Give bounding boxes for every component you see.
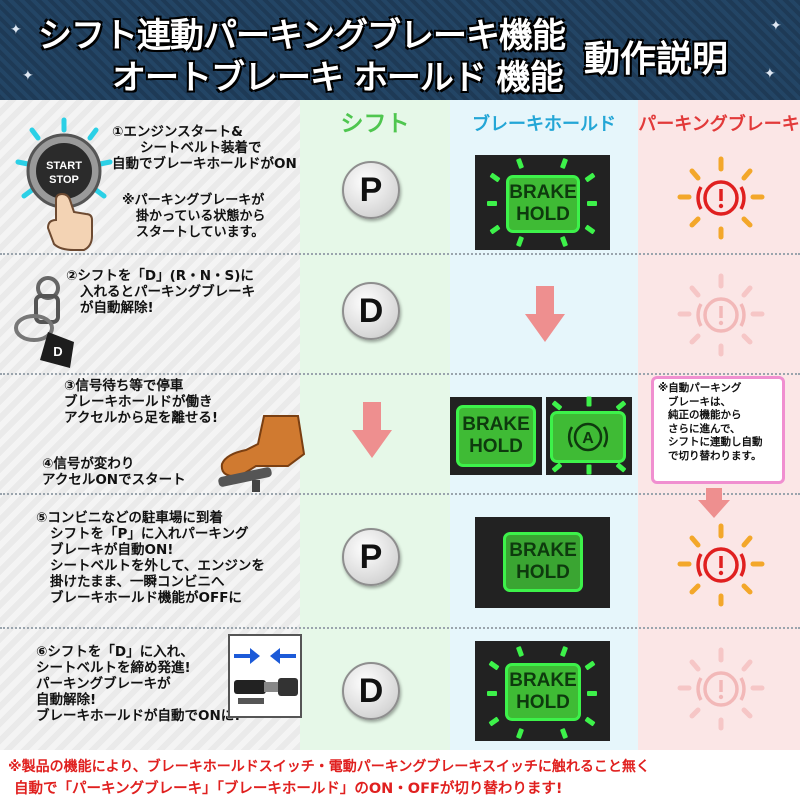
start-button-label-2: STOP [49, 174, 79, 186]
step-4-text: ④信号が変わり アクセルONでスタート [42, 456, 186, 488]
auto-hold-indicator: A [550, 411, 626, 463]
shift-position-indicator: P [342, 161, 400, 219]
row-divider [0, 373, 800, 375]
step-3-text: ③信号待ち等で停車 ブレーキホールドが働き アクセルから足を離せる! [64, 378, 218, 426]
header-title-line2: オートブレーキ ホールド 機能 [112, 58, 564, 98]
auto-hold-panel: A [546, 396, 632, 475]
column-title-shift: シフト [340, 111, 410, 137]
car-key-icon: D [14, 276, 74, 368]
shift-position-indicator: D [342, 662, 400, 720]
auto-hold-icon: A [567, 422, 609, 452]
start-stop-button-icon: START STOP [15, 117, 113, 251]
sparkle-icon: ✦ [22, 68, 34, 84]
row-divider [0, 493, 800, 495]
seatbelt-icon [228, 634, 302, 718]
footer-note: ※製品の機能により、ブレーキホールドスイッチ・電動パーキングブレーキスイッチに触… [0, 752, 800, 800]
parking-brake-off-icon [677, 273, 765, 357]
step-5-text: ⑤コンビニなどの駐車場に到着 シフトを「P」に入れパーキング ブレーキが自動ON… [36, 510, 265, 606]
arrow-down-icon [698, 488, 730, 518]
footer-line-2: 自動で「パーキングブレーキ」「ブレーキホールド」のON・OFFが切り替わります! [14, 781, 563, 797]
shift-position-indicator: P [342, 528, 400, 586]
arrow-down-icon [525, 286, 565, 342]
column-title-parking: パーキングブレーキ [638, 114, 800, 135]
column-title-brake-hold: ブレーキホールド [472, 114, 616, 135]
row-divider [0, 253, 800, 255]
auto-symbol-label: A [582, 430, 594, 447]
header-title-line1: シフト連動パーキングブレーキ機能 [38, 16, 566, 56]
start-button-label-1: START [46, 160, 82, 172]
parking-brake-off-icon [677, 647, 765, 731]
footer-line-1: ※製品の機能により、ブレーキホールドスイッチ・電動パーキングブレーキスイッチに触… [8, 759, 650, 775]
step-1-text: ①エンジンスタート& シートベルト装着で 自動でブレーキホールドがON [112, 124, 297, 172]
step-1-note: ※パーキングブレーキが 掛かっている状態から スタートしています。 [122, 193, 266, 240]
key-tag-label: D [53, 344, 62, 359]
sparkle-icon: ✦ [770, 18, 782, 34]
foot-pedal-icon [218, 415, 306, 492]
sparkle-icon: ✦ [764, 66, 776, 82]
step-2-text: ②シフトを「D」(R・N・S)に 入れるとパーキングブレーキ が自動解除! [66, 268, 256, 316]
row-divider [0, 627, 800, 629]
header-banner: ✦ ✦ ✦ ✦ シフト連動パーキングブレーキ機能 オートブレーキ ホールド 機能… [0, 0, 800, 100]
parking-brake-warning-icon [677, 156, 765, 240]
parking-brake-warning-icon [677, 523, 765, 607]
header-title-right: 動作説明 [584, 39, 729, 80]
step-6-text: ⑥シフトを「D」に入れ、 シートベルトを締め発進! パーキングブレーキが 自動解… [36, 644, 241, 724]
shift-position-indicator: D [342, 282, 400, 340]
auto-parking-note: ※自動パーキング ブレーキは、 純正の機能から さらに進んで、 シフトに連動し自… [651, 376, 785, 484]
arrow-down-icon [352, 402, 392, 458]
sparkle-icon: ✦ [10, 22, 22, 38]
